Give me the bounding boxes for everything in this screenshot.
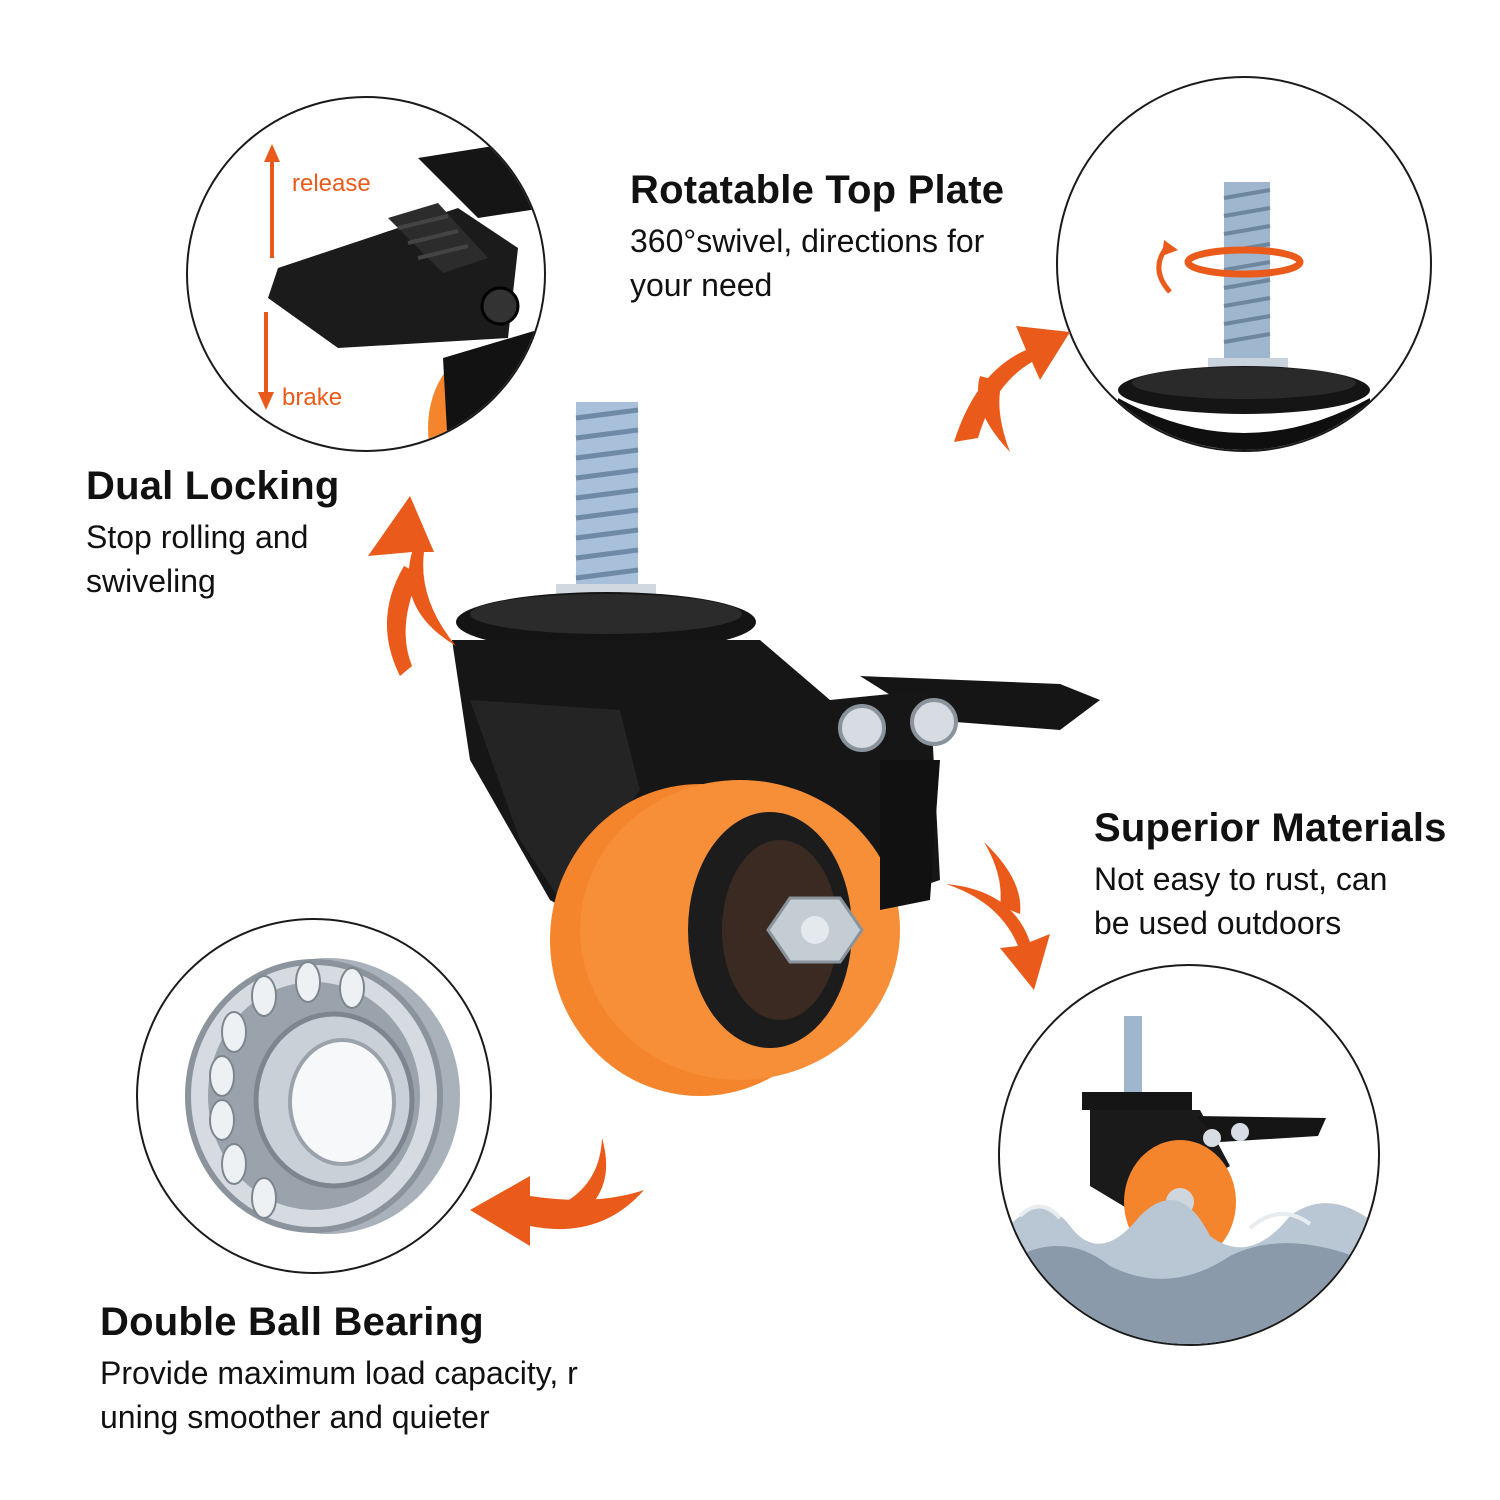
top-plate-description: 360°swivel, directions for your need [630, 223, 985, 303]
top-plate-detail-circle [1056, 76, 1432, 452]
swivel-bolt-icon [1118, 182, 1370, 450]
materials-title: Superior Materials [1094, 806, 1447, 850]
feature-bearing: Double Ball Bearing Provide maximum load… [100, 1300, 720, 1439]
materials-description: Not easy to rust, can be used outdoors [1094, 861, 1388, 941]
top-plate-arrow [954, 326, 1070, 442]
feature-materials: Superior Materials Not easy to rust, can… [1094, 806, 1494, 945]
top-plate-title: Rotatable Top Plate [630, 168, 1005, 212]
ball-bearing-icon [185, 958, 460, 1234]
bearing-title: Double Ball Bearing [100, 1300, 484, 1344]
brake-label: brake [282, 384, 343, 411]
dual-locking-description: Stop rolling and swiveling [86, 519, 309, 599]
dual-locking-title: Dual Locking [86, 464, 340, 508]
materials-arrow [946, 884, 1050, 990]
bearing-description: Provide maximum load capacity, r uning s… [100, 1355, 578, 1435]
bearing-detail-circle [136, 918, 492, 1274]
feature-top-plate: Rotatable Top Plate 360°swivel, directio… [630, 168, 1060, 307]
water-splash-icon [1000, 1016, 1378, 1344]
release-label: release [292, 170, 371, 197]
outdoor-detail-circle [998, 964, 1380, 1346]
feature-dual-locking: Dual Locking Stop rolling and swiveling [86, 464, 426, 603]
brake-detail-circle: release brake [186, 96, 546, 452]
